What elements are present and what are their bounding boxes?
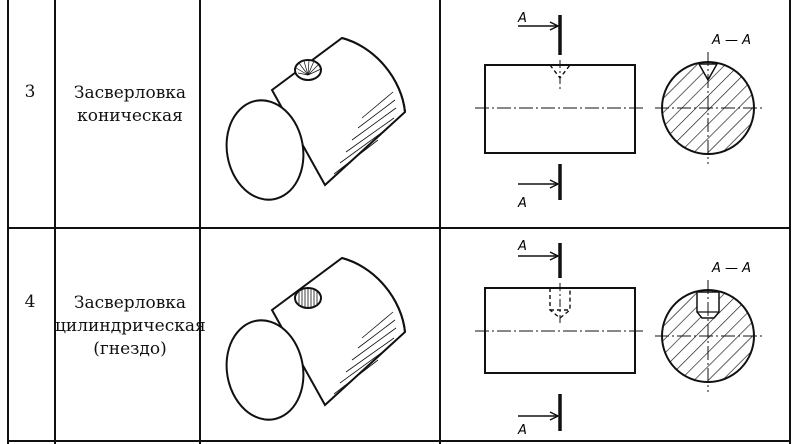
row-name-line: Засверловка xyxy=(73,83,187,103)
row-name: Засверловка цилиндрическая (гнездо) xyxy=(55,292,206,361)
section-title: A — A xyxy=(711,33,751,48)
row-name-line: цилиндрическая xyxy=(55,316,206,336)
section-title: A — A xyxy=(711,261,751,276)
row-name: Засверловка коническая xyxy=(55,82,205,128)
row-name-line: коническая xyxy=(77,106,183,126)
cylinder-isometric-conical xyxy=(225,36,407,201)
row-number: 4 xyxy=(24,292,36,312)
cut-label-bottom: A xyxy=(517,423,527,438)
section-drawing-conical: A A A — A xyxy=(475,11,762,211)
row-name-line: Засверловка xyxy=(73,293,187,313)
cylinder-isometric-cylindrical xyxy=(225,256,407,421)
cut-label-bottom: A xyxy=(517,196,527,211)
cut-label-top: A xyxy=(517,239,527,254)
conical-hole-icon xyxy=(294,59,322,81)
cut-label-top: A xyxy=(517,11,527,26)
row-name-line: (гнездо) xyxy=(93,339,167,359)
section-drawing-cylindrical: A A A — A xyxy=(475,239,762,438)
row-number: 3 xyxy=(24,82,36,102)
cylindrical-hole-icon xyxy=(294,287,322,309)
